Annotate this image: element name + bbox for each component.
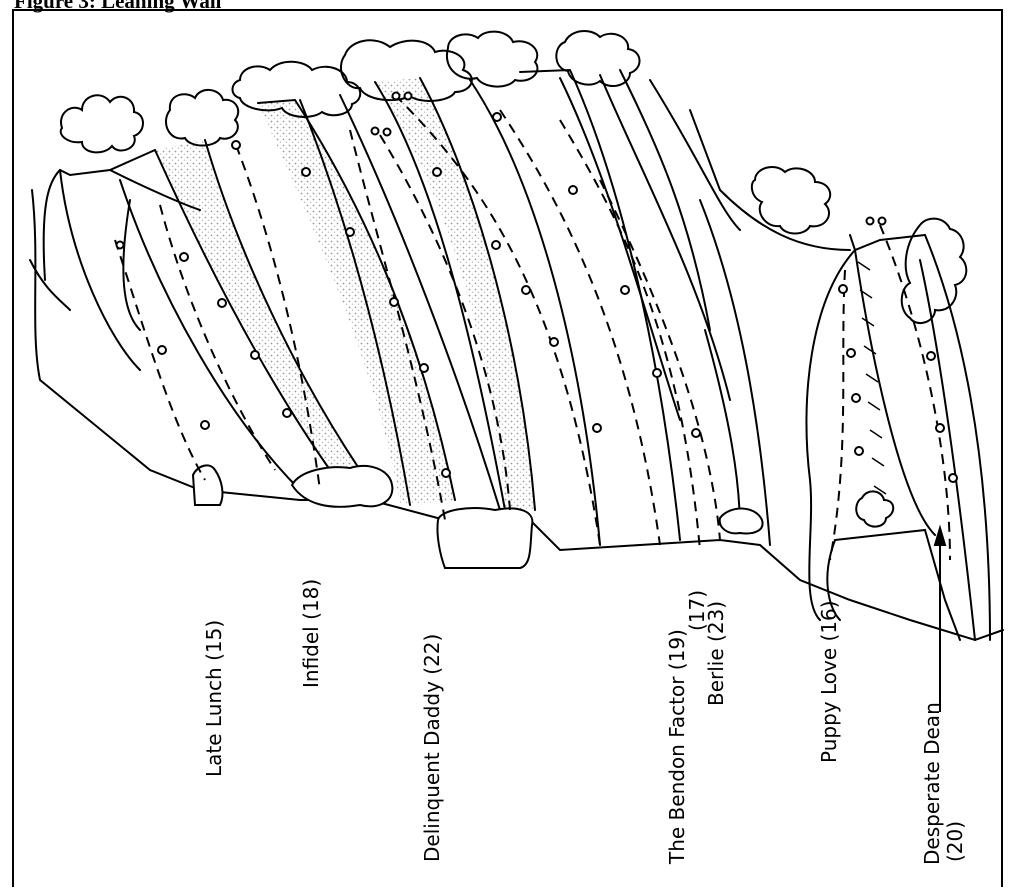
tree-8 xyxy=(902,219,967,323)
bolt xyxy=(302,168,310,176)
bolt xyxy=(384,129,391,136)
bolt xyxy=(117,242,124,249)
bolt xyxy=(522,286,530,294)
tree-2 xyxy=(166,90,238,146)
route-label-puppy-love: Puppy Love (16) xyxy=(818,600,840,763)
bolt xyxy=(855,447,863,455)
bolt xyxy=(393,93,400,100)
route-label-late-lunch: Late Lunch (15) xyxy=(203,620,225,777)
route-label-bendon-factor: The Bendon Factor (19) xyxy=(666,629,688,864)
bolt xyxy=(879,218,886,225)
bolt xyxy=(492,241,500,249)
bolt xyxy=(251,351,259,359)
tree-7 xyxy=(752,167,830,234)
bolt xyxy=(936,424,944,432)
route-label-desperate-dean: Desperate Dean xyxy=(921,702,943,865)
bolt xyxy=(442,469,450,477)
bolt xyxy=(839,285,847,293)
bolt xyxy=(420,364,428,372)
bolt xyxy=(201,421,209,429)
tree-1 xyxy=(61,95,143,152)
bolt xyxy=(867,218,874,225)
bolt xyxy=(852,394,860,402)
bolt xyxy=(180,253,188,261)
bolt xyxy=(927,352,935,360)
bolt xyxy=(493,113,501,121)
bolt xyxy=(390,298,398,306)
bolt xyxy=(283,409,291,417)
route-line-puppy-love xyxy=(830,270,845,560)
bolt xyxy=(593,424,601,432)
bolt xyxy=(405,93,412,100)
bolt xyxy=(621,286,629,294)
boulder-4 xyxy=(720,508,763,533)
route-line-berlie xyxy=(560,120,700,550)
route-label-delinquent-daddy: Delinquent Daddy (22) xyxy=(421,634,443,862)
boulder-1 xyxy=(193,465,222,505)
bolt xyxy=(550,338,558,346)
bolt xyxy=(372,128,379,135)
bolt xyxy=(949,474,957,482)
bolt xyxy=(218,299,226,307)
boulder-3 xyxy=(437,508,532,568)
bolt xyxy=(158,346,166,354)
route-label-infidel: Infidel (18) xyxy=(300,579,322,688)
route-line-late-lunch xyxy=(115,240,205,480)
bolt xyxy=(847,349,855,357)
bolt xyxy=(569,186,577,194)
route-label-berlie: Berlie (23) xyxy=(705,601,727,706)
desperate-dean-arrow xyxy=(935,528,945,712)
bolt xyxy=(692,429,700,437)
tree-9 xyxy=(856,491,893,526)
bolt xyxy=(433,168,441,176)
route-label-desperate-dean-grade: (20) xyxy=(944,821,966,862)
bolt xyxy=(653,369,661,377)
bolt xyxy=(346,228,354,236)
bolt xyxy=(232,141,240,149)
tree-6 xyxy=(556,31,639,86)
tree-5 xyxy=(447,32,538,87)
